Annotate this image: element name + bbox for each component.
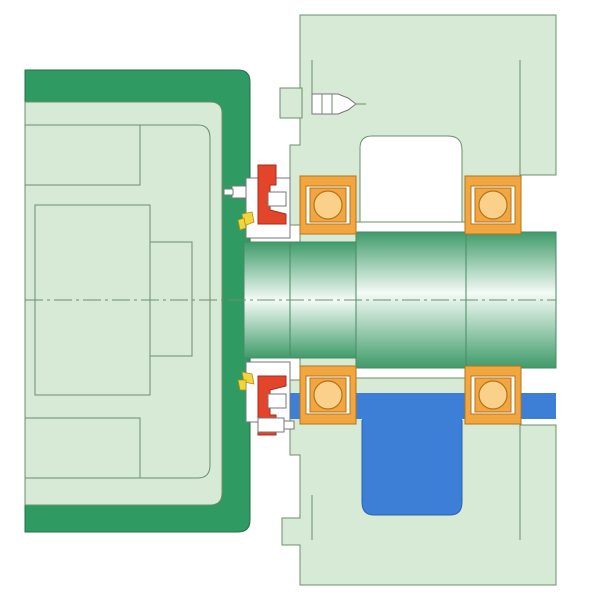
motor-body xyxy=(24,101,223,506)
grease-nipple-top xyxy=(223,185,247,199)
rolling-bearing-top-right xyxy=(464,175,522,235)
rolling-bearing-bottom-left xyxy=(299,365,357,425)
shaft-seal-top xyxy=(237,164,291,239)
rolling-bearing-top-left xyxy=(299,175,357,235)
shaft-seal-bottom xyxy=(237,361,291,436)
rolling-bearing-bottom-right xyxy=(464,365,522,425)
upper-chamber xyxy=(359,135,463,229)
hex-bolt xyxy=(279,87,366,119)
grease-nipple-bottom xyxy=(257,417,295,433)
